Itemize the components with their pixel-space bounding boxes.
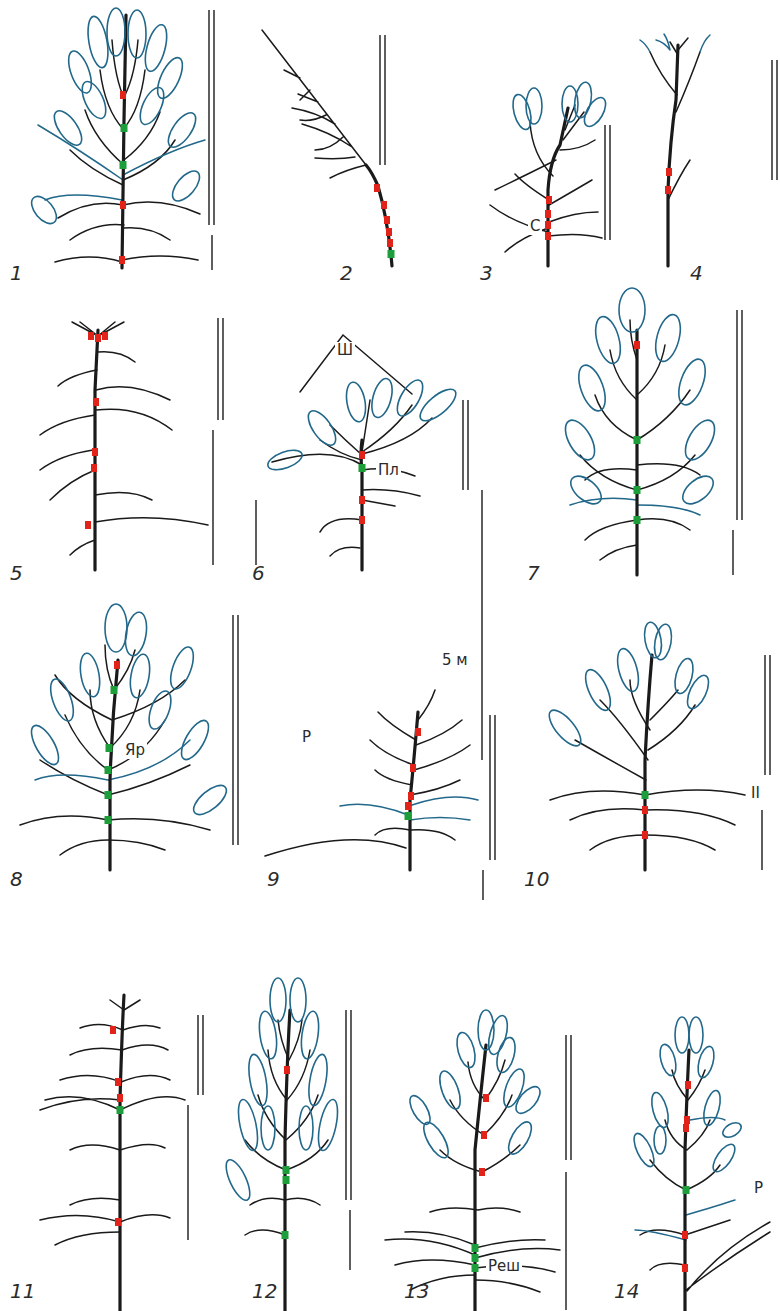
tree-figure bbox=[640, 34, 777, 266]
part-label: II bbox=[749, 785, 762, 802]
figure-number: 10 bbox=[522, 868, 551, 890]
part-label: Яр bbox=[123, 742, 147, 759]
figure-number: 6 bbox=[250, 562, 267, 584]
tree-figure bbox=[221, 978, 351, 1311]
figure-number: 12 bbox=[250, 1280, 279, 1302]
part-label: Р bbox=[300, 729, 313, 746]
figure-number: 7 bbox=[525, 562, 542, 584]
figure-number: 9 bbox=[265, 868, 282, 890]
figure-number: 1 bbox=[8, 262, 25, 284]
figure-number: 3 bbox=[478, 262, 495, 284]
figure-number: 13 bbox=[402, 1280, 431, 1302]
part-label: С bbox=[528, 218, 542, 235]
part-label: Ш bbox=[335, 342, 355, 359]
tree-figure bbox=[559, 288, 742, 575]
part-label: Пл bbox=[376, 462, 401, 479]
tree-figure bbox=[256, 335, 482, 760]
part-label: 5 м bbox=[440, 652, 470, 669]
tree-figure bbox=[40, 318, 223, 570]
tree-figure bbox=[40, 995, 203, 1311]
figure-number: 2 bbox=[338, 262, 355, 284]
tree-figure bbox=[27, 8, 214, 270]
part-label: Р bbox=[752, 1180, 765, 1197]
figure-number: 11 bbox=[8, 1280, 37, 1302]
tree-figure bbox=[20, 604, 238, 870]
tree-figure bbox=[265, 690, 495, 900]
figure-number: 14 bbox=[612, 1280, 641, 1302]
tree-figure bbox=[630, 1017, 770, 1311]
tree-figure bbox=[385, 1010, 571, 1311]
tree-figure bbox=[490, 81, 610, 266]
figure-number: 5 bbox=[8, 562, 25, 584]
tree-figure bbox=[544, 621, 770, 870]
figure-number: 4 bbox=[688, 262, 705, 284]
tree-figure bbox=[262, 30, 395, 266]
part-label: Реш bbox=[486, 1258, 522, 1275]
figure-number: 8 bbox=[8, 868, 25, 890]
